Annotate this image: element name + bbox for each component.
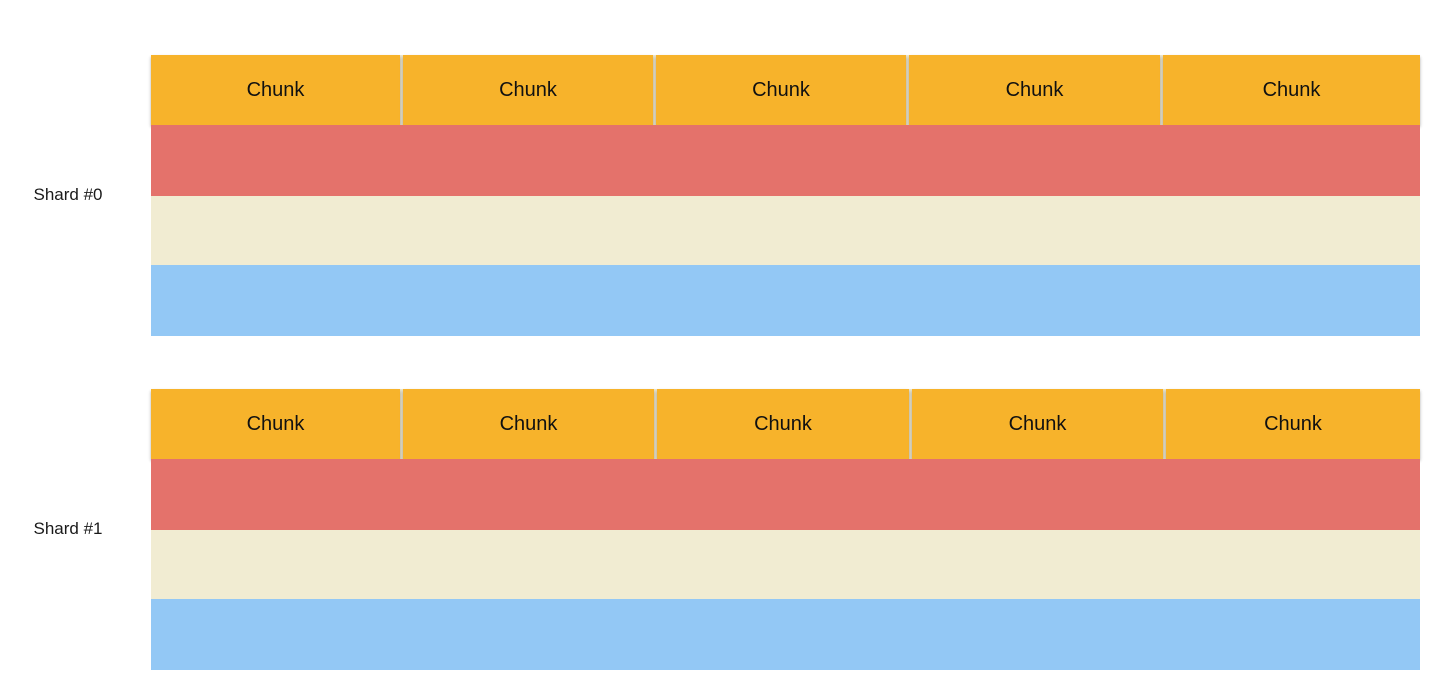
chunk-label: Chunk <box>246 78 305 101</box>
red-band <box>151 125 1420 196</box>
chunk-box[interactable]: Chunk <box>1163 55 1420 125</box>
chunk-box[interactable]: Chunk <box>1166 389 1420 459</box>
cream-band <box>151 196 1420 265</box>
chunk-box[interactable]: Chunk <box>657 389 909 459</box>
chunk-box[interactable]: Chunk <box>909 55 1160 125</box>
shard-label-0: Shard #0 <box>33 185 103 204</box>
chunk-row-0: Chunk Chunk Chunk Chunk Chunk <box>151 55 1420 125</box>
chunk-box[interactable]: Chunk <box>151 55 400 125</box>
shard-row-1: Shard #1 Chunk Chunk Chunk Chunk Chunk <box>0 389 1449 670</box>
chunk-label: Chunk <box>1005 78 1064 101</box>
chunk-box[interactable]: Chunk <box>403 389 654 459</box>
chunk-label: Chunk <box>1264 412 1322 435</box>
chunk-label: Chunk <box>499 412 558 435</box>
blue-band <box>151 599 1420 670</box>
cream-band <box>151 530 1420 599</box>
chunk-label: Chunk <box>754 412 812 435</box>
chunk-box[interactable]: Chunk <box>912 389 1163 459</box>
red-band <box>151 459 1420 530</box>
shard-label-1: Shard #1 <box>33 519 103 538</box>
chunk-box[interactable]: Chunk <box>151 389 400 459</box>
chunk-box[interactable]: Chunk <box>656 55 906 125</box>
chunk-row-1: Chunk Chunk Chunk Chunk Chunk <box>151 389 1420 459</box>
shard-row-0: Shard #0 Chunk Chunk Chunk Chunk Chunk <box>0 55 1449 336</box>
chunk-label: Chunk <box>246 412 305 435</box>
blue-band <box>151 265 1420 336</box>
chunk-label: Chunk <box>752 78 810 101</box>
chunk-label: Chunk <box>499 78 557 101</box>
chunk-label: Chunk <box>1262 78 1321 101</box>
chunk-label: Chunk <box>1008 412 1067 435</box>
chunk-box[interactable]: Chunk <box>403 55 653 125</box>
